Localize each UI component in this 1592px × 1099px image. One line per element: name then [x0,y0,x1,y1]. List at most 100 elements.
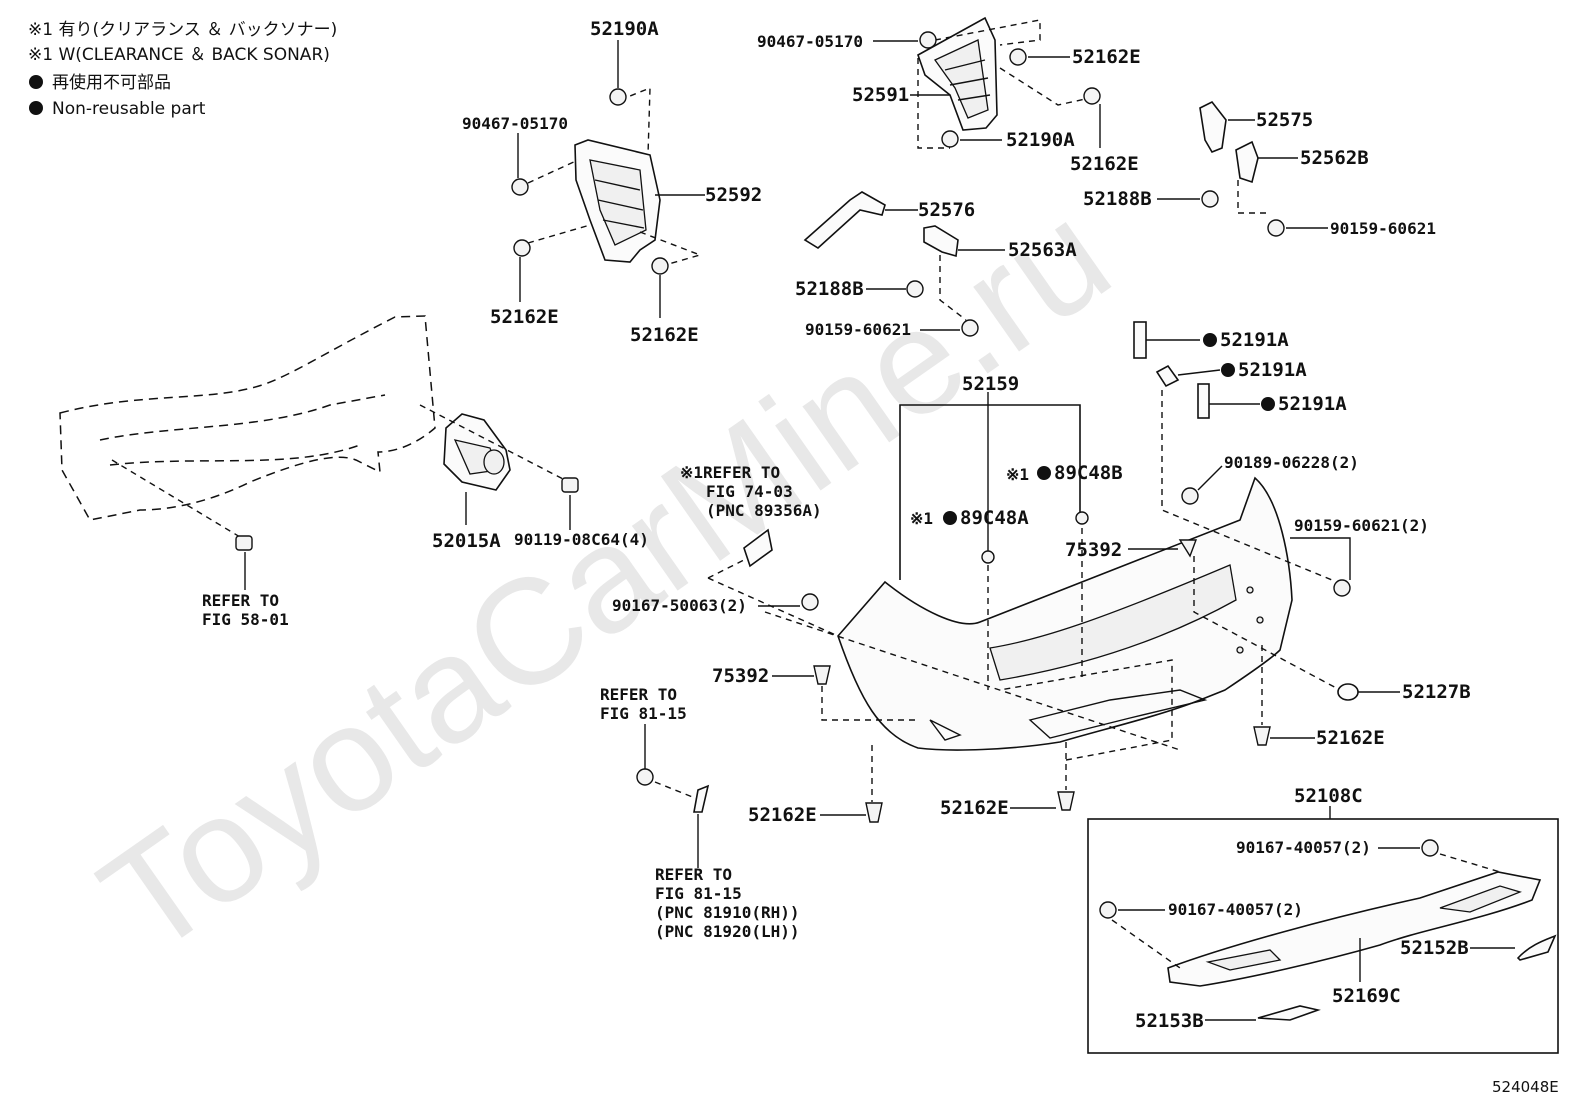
clip-52188B-icon [1201,190,1219,208]
part-label-52015A: 52015A [432,530,501,552]
refer-fig-74-line1: ※1REFER TO [680,463,780,482]
clip-90467-icon [919,31,937,49]
part-label-52191A: 52191A [1238,359,1307,381]
non-reusable-bullet-icon [1037,466,1051,480]
refer-fig-81a-line1: REFER TO [600,685,677,704]
part-label-52162E: 52162E [1072,46,1141,68]
part-label-52188B: 52188B [795,278,864,300]
part-label-52162E: 52162E [940,797,1009,819]
pad-52191A [1155,364,1180,388]
sensor-89C48B-icon [1075,511,1089,525]
non-reusable-bullet-icon [1261,397,1275,411]
rear-body-panel [59,315,436,521]
bolt-90159-icon [1333,579,1351,597]
socket-81-15-icon [636,768,654,786]
part-label-90467-05170: 90467-05170 [462,114,568,133]
part-label-52127B: 52127B [1402,681,1471,703]
clip-75392-icon [1178,539,1198,558]
refer-fig-81b-line4: (PNC 81920(LH)) [655,922,800,941]
part-label-52162E: 52162E [1316,727,1385,749]
refer-fig-81b-line3: (PNC 81910(RH)) [655,903,800,922]
bolt-90159-icon [961,319,979,337]
legend-line-3: 再使用不可部品 [52,72,171,93]
mark-89C48B: ※1 [1006,465,1029,484]
part-label-90159-60621: 90159-60621 [1330,219,1436,238]
part-52562B [1235,140,1259,184]
part-label-52108C: 52108C [1294,785,1363,807]
part-label-52190A: 52190A [1006,129,1075,151]
part-52159-bumper-cover [837,476,1293,751]
nut-52190A-icon [941,130,959,148]
clip-52162E-icon [1009,48,1027,66]
bolt-refer-58-icon [235,535,253,551]
nut-52190A-icon [609,88,627,106]
part-label-75392: 75392 [1065,539,1122,561]
part-52563A [923,225,959,258]
part-52592 [574,139,661,263]
refer-fig-74-line3: (PNC 89356A) [706,501,822,520]
part-label-52191A: 52191A [1220,329,1289,351]
bolt-90119-icon [561,477,579,493]
part-label-89C48A: 89C48A [960,507,1029,529]
part-label-52188B: 52188B [1083,188,1152,210]
non-reusable-bullet-icon [1203,333,1217,347]
diagram-code: 524048E [1492,1078,1559,1096]
part-label-52190A: 52190A [590,18,659,40]
legend-line-2: ※1 W(CLEARANCE ＆ BACK SONAR) [28,45,330,65]
part-52152B [1516,934,1557,961]
part-52576 [803,191,886,249]
part-label-90159-60621: 90159-60621 [805,320,911,339]
part-label-90167-40057: 90167-40057(2) [1168,900,1303,919]
refer-fig-74-line2: FIG 74-03 [706,482,793,501]
refer-fig-58-line2: FIG 58-01 [202,610,289,629]
part-label-90167-50063: 90167-50063(2) [612,596,747,615]
part-label-52159: 52159 [962,373,1019,395]
part-label-52591: 52591 [852,84,909,106]
part-52153B [1257,1005,1321,1021]
part-label-52562B: 52562B [1300,147,1369,169]
non-reusable-bullet-icon [1221,363,1235,377]
clip-75392-icon [813,665,831,685]
clip-52162E-icon [865,802,883,823]
clip-52162E-icon [513,239,531,257]
part-label-90119-08C64: 90119-08C64(4) [514,530,649,549]
clip-90189-icon [1181,487,1199,505]
part-label-90167-40057: 90167-40057(2) [1236,838,1371,857]
clip-90167-40057-icon [1099,901,1117,919]
part-label-52169C: 52169C [1332,985,1401,1007]
part-label-52563A: 52563A [1008,239,1077,261]
part-label-52153B: 52153B [1135,1010,1204,1032]
legend-line-4: Non-reusable part [52,99,206,119]
clip-52162E-icon [1057,791,1075,811]
cover-52127B [1337,683,1359,701]
part-label-52191A: 52191A [1278,393,1347,415]
part-label-52575: 52575 [1256,109,1313,131]
part-label-89C48B: 89C48B [1054,462,1123,484]
part-label-75392: 75392 [712,665,769,687]
refer-fig-58-line1: REFER TO [202,591,279,610]
watermark: ToyotaCarMine.ru [72,170,1138,987]
clip-52162E-icon [1253,726,1271,746]
part-label-52576: 52576 [918,199,975,221]
assembly-box-52108C [1087,818,1559,1054]
clip-52162E-icon [651,257,669,275]
part-label-52152B: 52152B [1400,937,1469,959]
refer-fig-81a-line2: FIG 81-15 [600,704,687,723]
clip-90167-50063-icon [801,593,819,611]
part-label-52592: 52592 [705,184,762,206]
non-reusable-bullet-icon [29,101,43,115]
part-label-90467-05170: 90467-05170 [757,32,863,51]
bolt-90159-icon [1267,219,1285,237]
part-label-52162E: 52162E [490,306,559,328]
part-label-90159-60621-2: 90159-60621(2) [1294,516,1429,535]
sensor-89C48A-icon [981,550,995,564]
part-52015A [443,413,511,491]
part-52591 [917,16,998,131]
clip-90467-icon [511,178,529,196]
part-52169C-diffuser [1167,871,1542,987]
legend-line-1: ※1 有り(クリアランス ＆ バックソナー) [28,20,337,40]
part-52575 [1199,100,1227,153]
clip-52162E-icon [1083,87,1101,105]
pad-52191A [1197,383,1210,419]
